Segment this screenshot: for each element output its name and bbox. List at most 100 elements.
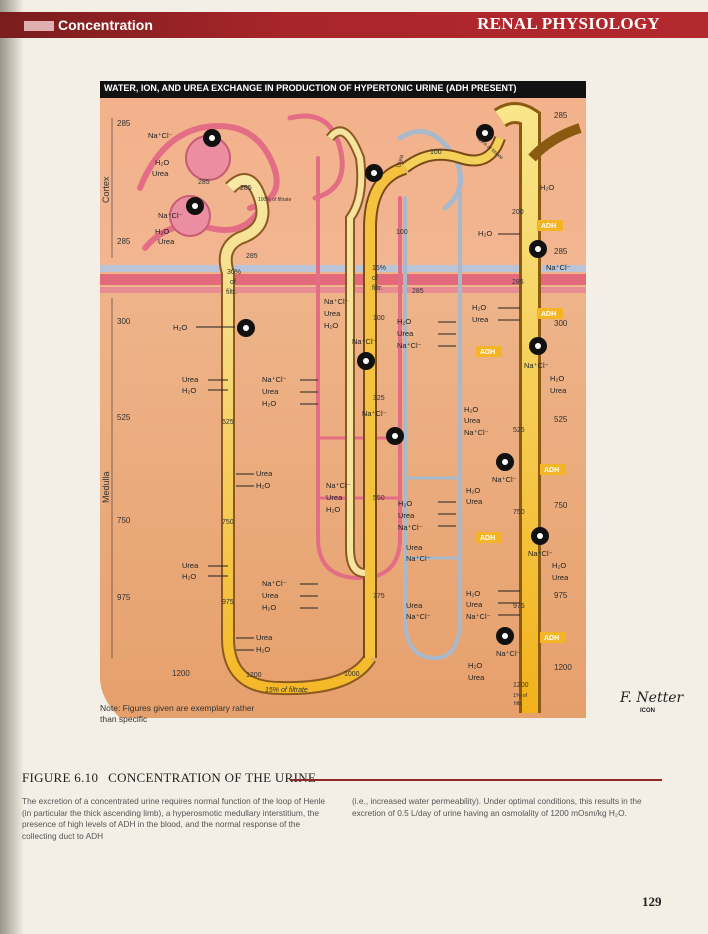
- exch-h2o: H₂O: [478, 229, 492, 238]
- arrow-icon: [498, 307, 520, 321]
- exch-urea: Urea: [262, 591, 279, 600]
- cortical-collecting-tubule: [528, 123, 582, 162]
- pump-core-icon: [502, 633, 508, 639]
- exch-nacl: Na⁺Cl⁻: [262, 579, 287, 588]
- adh-badge: [540, 632, 566, 643]
- exch-urea: Urea: [472, 315, 489, 324]
- exch-urea: Urea: [324, 309, 341, 318]
- section-tab-mark: [24, 21, 54, 32]
- adh-badge: [540, 464, 566, 475]
- osm-right-1200: 1200: [554, 663, 572, 672]
- label-775: 775: [373, 593, 385, 600]
- arrow-icon: [236, 473, 254, 487]
- adh-badge-label: ADH: [544, 467, 559, 474]
- exch-h2o: H₂O: [173, 323, 187, 332]
- figure-title-bar: [100, 81, 586, 98]
- thick-ascending-limb-lumen: [365, 163, 407, 658]
- proximal-tubule-lumen: [220, 175, 375, 694]
- pump-core-icon: [371, 170, 377, 176]
- exch-nacl: Na⁺Cl⁻: [158, 211, 183, 220]
- distal-tubule-lumen: [402, 136, 504, 172]
- arrow-icon: [300, 583, 318, 609]
- osm-left-750: 750: [117, 516, 131, 525]
- exch-h2o: H₂O: [262, 603, 276, 612]
- arcuate-vein: [100, 265, 586, 272]
- flux-arrows: [196, 233, 520, 651]
- exch-urea: Urea: [326, 493, 343, 502]
- osmolality-scale-left: 285 285 300 525 750 975 1200: [117, 119, 190, 678]
- label-cd-200: 200: [512, 209, 524, 216]
- osm-left-975: 975: [117, 593, 131, 602]
- label-15pct-a: 15%: [372, 265, 386, 272]
- exch-nacl: Na⁺Cl⁻: [326, 481, 351, 490]
- capillary-cortex-1: [137, 123, 280, 211]
- figure-title: WATER, ION, AND UREA EXCHANGE IN PRODUCT…: [104, 83, 517, 93]
- exch-urea: Urea: [466, 497, 483, 506]
- exch-h2o: H₂O: [262, 399, 276, 408]
- short-loop-descending-lumen: [327, 128, 366, 576]
- exch-h2o: H₂O: [472, 303, 486, 312]
- cortex-band: [100, 98, 586, 268]
- label-cd-525: 525: [513, 427, 525, 434]
- adh-badge-label: ADH: [541, 223, 556, 230]
- osm-left-285a: 285: [117, 119, 131, 128]
- collecting-duct-lumen: [495, 105, 538, 713]
- pump-core-icon: [363, 358, 369, 364]
- exch-h2o: H₂O: [540, 183, 554, 192]
- pump-core-icon: [535, 343, 541, 349]
- peritubular-capillaries: [137, 113, 464, 661]
- arrow-icon: [300, 379, 318, 405]
- exch-urea: Urea: [182, 561, 199, 570]
- artist-signature: F. Netter: [620, 690, 684, 706]
- label-100a: 100: [430, 149, 442, 156]
- exchange-labels: Na⁺Cl⁻ H₂O Urea Na⁺Cl⁻ H₂O Urea H₂O Urea…: [148, 131, 571, 682]
- exch-h2o: H₂O: [182, 572, 196, 581]
- label-975: 975: [222, 599, 234, 606]
- exch-h2o: H₂O: [155, 158, 169, 167]
- exch-h2o: H₂O: [466, 589, 480, 598]
- exch-nacl: Na⁺Cl⁻: [324, 297, 349, 306]
- exch-urea: Urea: [466, 600, 483, 609]
- adh-badge: [537, 220, 563, 231]
- exch-h2o: H₂O: [326, 505, 340, 514]
- adh-badge-label: ADH: [541, 311, 556, 318]
- label-750: 750: [222, 519, 234, 526]
- capillary-cortex-2: [142, 195, 268, 251]
- vessel-band-lower: [100, 287, 586, 293]
- arrow-icon: [208, 565, 228, 577]
- zone-label-medulla: Medulla: [101, 471, 111, 503]
- exch-urea: Urea: [262, 387, 279, 396]
- section-title: Concentration: [24, 17, 153, 33]
- figure-note: Note: Figures given are exemplary rather…: [100, 703, 255, 724]
- osm-right-300: 300: [554, 319, 568, 328]
- osm-left-300: 300: [117, 317, 131, 326]
- label-cd-1pct-a: 1% of: [513, 693, 528, 699]
- caption-rule: [290, 779, 662, 781]
- label-cd-975: 975: [513, 603, 525, 610]
- label-285c: 285: [246, 253, 258, 260]
- exch-nacl: Na⁺Cl⁻: [546, 263, 571, 272]
- signature-logo-text: ICON: [640, 708, 655, 714]
- osm-right-750: 750: [554, 501, 568, 510]
- exch-nacl: Na⁺Cl⁻: [496, 649, 521, 658]
- adh-badge: [476, 532, 502, 543]
- exch-h2o: H₂O: [468, 661, 482, 670]
- exch-h2o: H₂O: [256, 645, 270, 654]
- exch-nacl: Na⁺Cl⁻: [398, 523, 423, 532]
- label-15pct-c: filtr.: [372, 285, 383, 292]
- pump-core-icon: [537, 533, 543, 539]
- label-285a: 285: [198, 179, 210, 186]
- label-285d: 285: [412, 288, 424, 295]
- exch-urea: Urea: [256, 633, 273, 642]
- exch-urea: Urea: [256, 469, 273, 478]
- adh-badge-label: ADH: [480, 535, 495, 542]
- label-30pct-a: 30%: [227, 269, 241, 276]
- label-cd-1pct-b: filtr.: [514, 701, 523, 707]
- exch-h2o: H₂O: [466, 486, 480, 495]
- osm-left-1200: 1200: [172, 669, 190, 678]
- exch-urea: Urea: [398, 511, 415, 520]
- exch-nacl: Na⁺Cl⁻: [362, 409, 387, 418]
- exch-h2o: H₂O: [324, 321, 338, 330]
- exch-h2o: H₂O: [155, 227, 169, 236]
- exch-nacl: Na⁺Cl⁻: [352, 337, 377, 346]
